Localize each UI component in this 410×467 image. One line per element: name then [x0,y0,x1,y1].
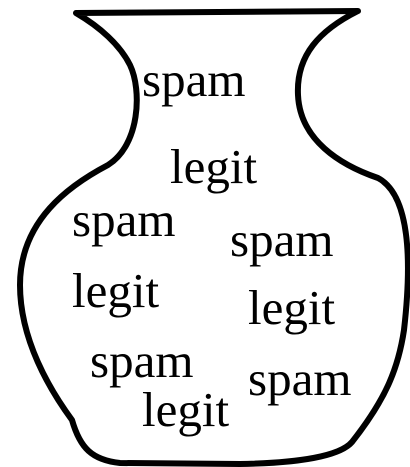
word-legit-left: legit [72,263,159,318]
word-spam-right-lower: spam [248,351,351,406]
word-spam-left-lower: spam [90,333,193,388]
word-spam-right-upper: spam [230,212,333,267]
word-spam-top: spam [142,52,245,107]
word-legit-upper: legit [170,139,257,194]
word-legit-bottom: legit [142,382,229,437]
word-legit-right: legit [248,280,335,335]
word-spam-left-upper: spam [72,192,175,247]
